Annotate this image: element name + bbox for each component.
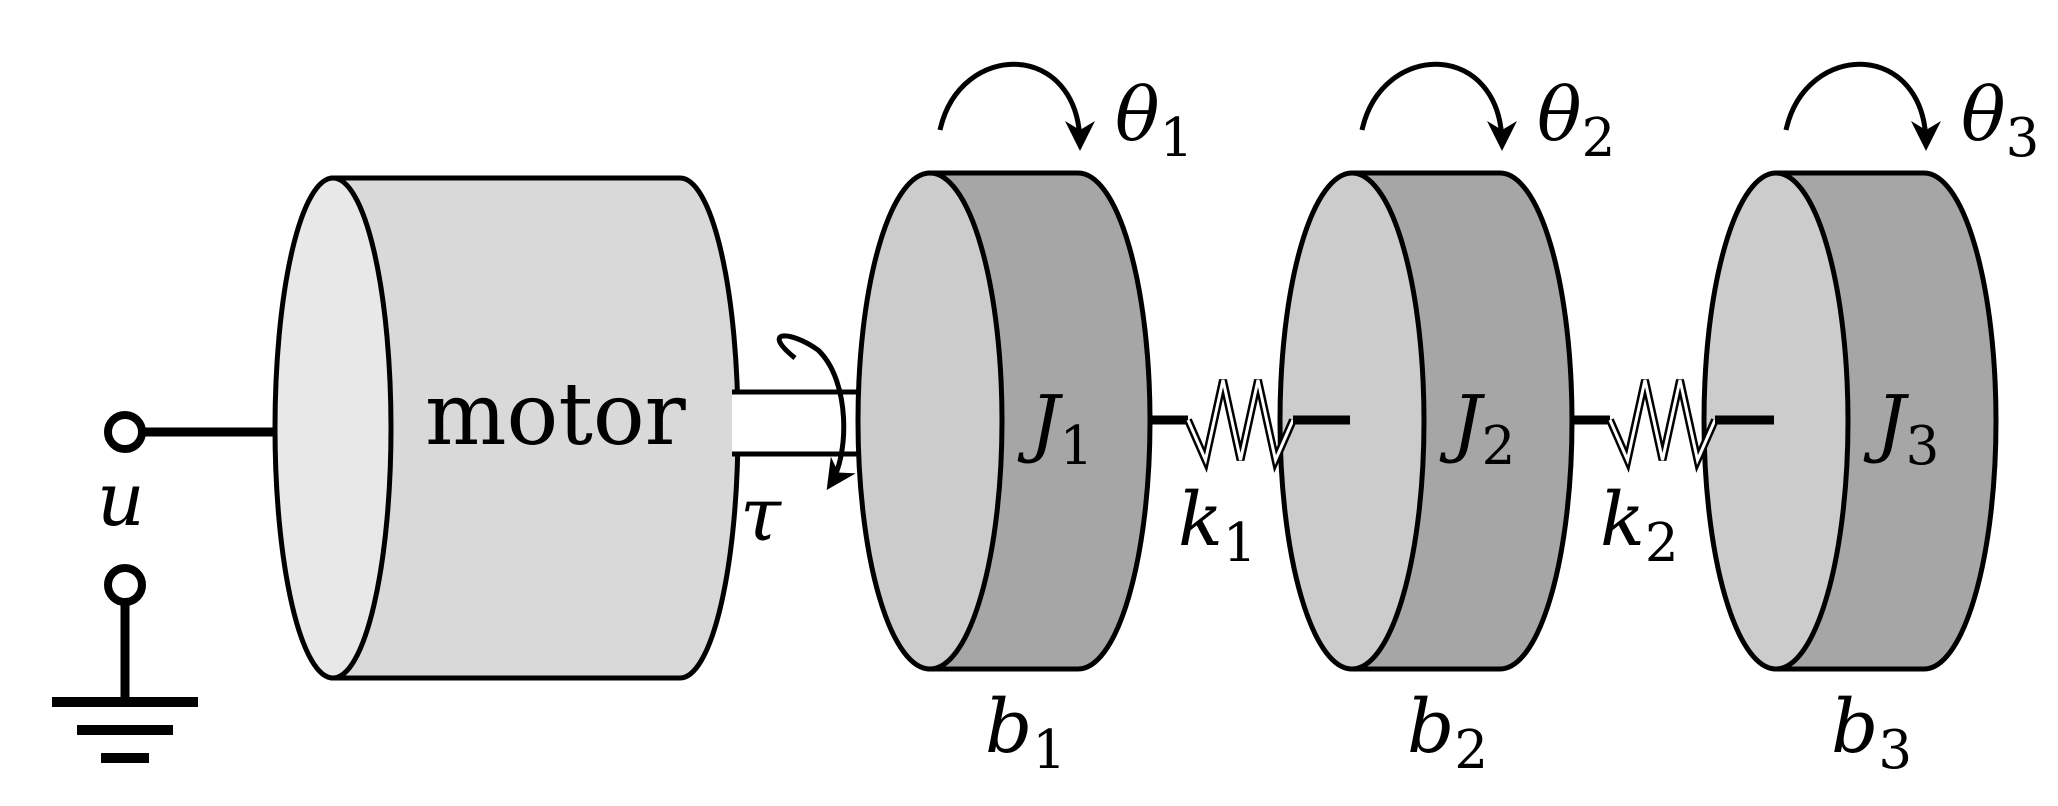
disk-face-2	[1277, 170, 1427, 672]
spring-2	[1570, 379, 1774, 473]
torque-arrow-icon	[776, 333, 856, 490]
disk-face-3	[1701, 170, 1851, 672]
disk-3	[1701, 170, 1999, 672]
angle-label-3: θ3	[1961, 72, 2039, 169]
disk-2	[1277, 170, 1575, 672]
disk-layer	[855, 170, 1999, 672]
motor-label: motor	[425, 365, 687, 465]
spring-1	[1148, 379, 1350, 473]
rotation-arrow-icon	[1359, 61, 1517, 151]
coupling-layer	[1148, 379, 1774, 473]
motor: motor	[272, 175, 741, 681]
disk-face-1	[855, 170, 1005, 672]
torque-label: τ	[740, 472, 782, 558]
damping-label-1: b1	[985, 684, 1066, 781]
angle-label-1: θ1	[1115, 72, 1193, 169]
angle-label-2: θ2	[1537, 72, 1615, 169]
spring-label-1: k1	[1178, 477, 1257, 574]
ground-icon	[52, 697, 198, 763]
input-label: u	[97, 457, 145, 543]
spring-icon	[1606, 379, 1719, 473]
input-terminal-bottom	[104, 564, 146, 606]
damping-label-2: b2	[1407, 684, 1488, 781]
rotation-arrow-icon	[937, 61, 1095, 151]
damping-label-3: b3	[1831, 684, 1912, 781]
disk-1	[855, 170, 1153, 672]
input-terminal-top	[104, 411, 146, 453]
spring-icon	[1184, 379, 1297, 473]
spring-label-2: k2	[1600, 477, 1679, 574]
motor-face	[272, 175, 394, 681]
rotation-arrow-icon	[1783, 61, 1941, 151]
